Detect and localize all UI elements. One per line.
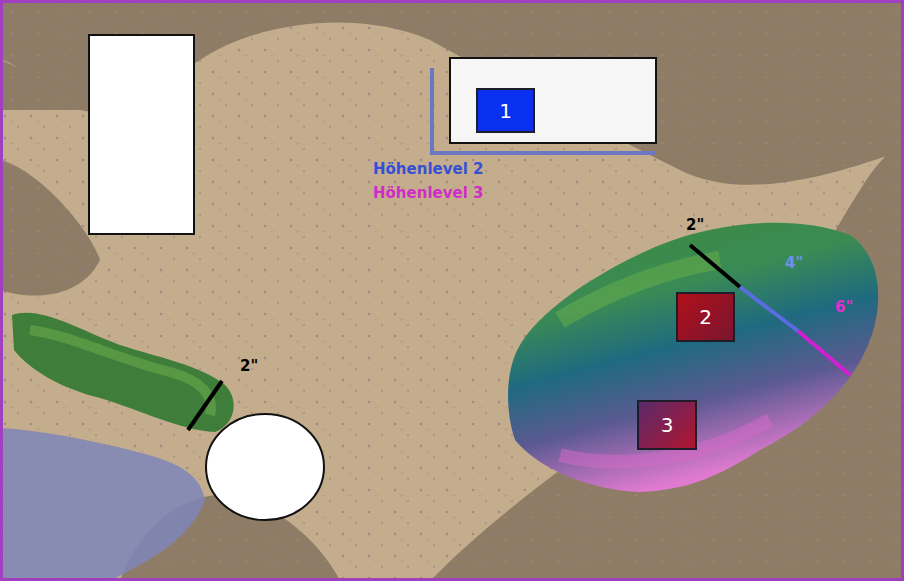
- building: [89, 35, 194, 234]
- forest-texture: [30, 330, 211, 415]
- measure-line: [798, 331, 850, 375]
- height-edge: [432, 68, 656, 153]
- unit-number: 2: [699, 307, 712, 327]
- unit-number: 3: [661, 415, 674, 435]
- forest: [508, 223, 878, 492]
- dimension-label: 2": [686, 217, 704, 234]
- unit-marker: 1: [476, 88, 535, 133]
- measure-line: [188, 381, 222, 430]
- height-label: Höhenlevel 3: [373, 185, 483, 202]
- measure-line: [690, 245, 740, 287]
- height-label: Höhenlevel 2: [373, 161, 483, 178]
- measure-line: [740, 287, 798, 331]
- unit-marker: 2: [676, 292, 735, 342]
- building: [450, 58, 656, 143]
- forest: [12, 313, 234, 432]
- building: [206, 414, 324, 520]
- dimension-label: 6": [835, 299, 853, 316]
- water: [0, 428, 205, 581]
- dimension-label: 2": [240, 358, 258, 375]
- dimension-label: 4": [785, 255, 803, 272]
- unit-marker: 3: [637, 400, 697, 450]
- unit-number: 1: [499, 101, 512, 121]
